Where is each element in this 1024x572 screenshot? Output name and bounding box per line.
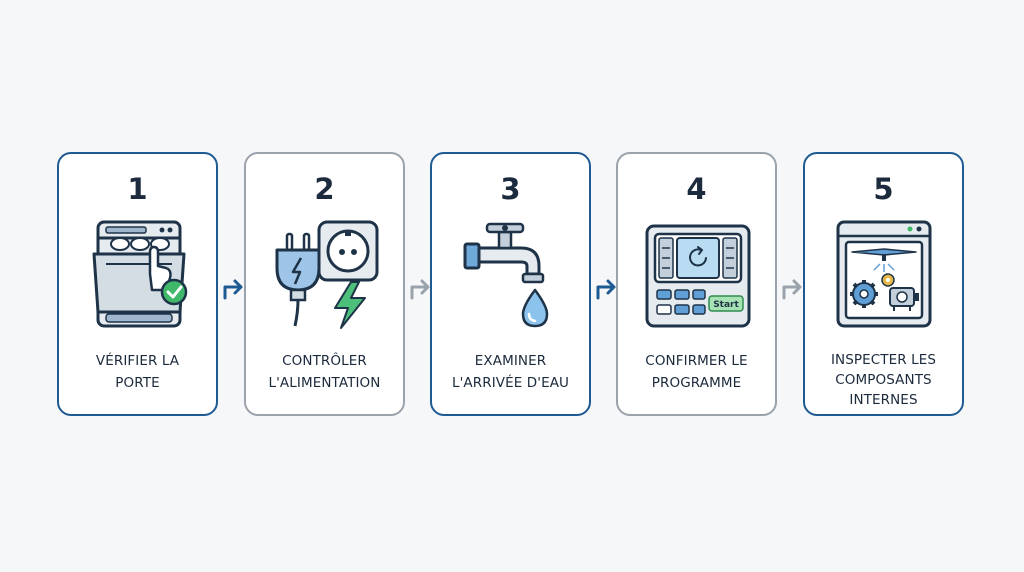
step-number: 1 [127,172,148,206]
step-number: 3 [500,172,521,206]
step-number: 4 [686,172,707,206]
step-card-1: 1 VÉRIFIER LA PORTE [57,152,218,416]
step-label: CONTRÔLER L'ALIMENTATION [268,353,381,391]
arrow-right-icon [223,279,243,300]
step-label: CONFIRMER LE PROGRAMME [645,353,748,391]
start-button-text: Start [713,300,739,310]
internal-components-icon [836,220,932,328]
dishwasher-check-icon [92,220,188,328]
arrow-right-icon [782,279,802,300]
water-tap-icon [463,222,549,328]
plug-socket-power-icon [275,220,379,329]
step-label: INSPECTER LES COMPOSANTS INTERNES [830,352,937,408]
step-label: EXAMINER L'ARRIVÉE D'EAU [451,353,570,391]
step-number: 2 [314,172,335,206]
arrow-right-icon [596,279,616,300]
step-card-4: 4 Start CONFIRMER LE PROGRAMME [616,152,777,416]
control-panel-icon: Start [645,224,751,328]
step-card-2: 2 CONTRÔLER L'ALIMENTATION [244,152,405,416]
arrow-right-icon [410,279,430,300]
step-card-3: 3 EXAMINER L'ARRIVÉE D'EAU [430,152,591,416]
step-label: VÉRIFIER LA PORTE [95,353,180,391]
step-number: 5 [873,172,894,206]
step-card-5: 5 [803,152,964,416]
